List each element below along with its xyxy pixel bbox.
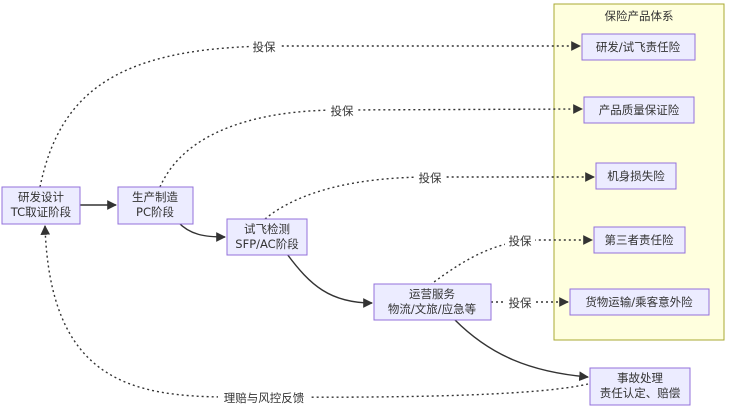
svg-text:投保: 投保 (509, 234, 532, 248)
insurance-group-title: 保险产品体系 (605, 9, 674, 23)
edge-label-insure-1: 投保 (249, 39, 279, 55)
svg-text:产品质量保证险: 产品质量保证险 (599, 103, 680, 117)
node-ins-third-party: 第三者责任险 (593, 226, 686, 254)
edge-sfp-to-ops (286, 253, 373, 308)
edge-pc-to-sfp (177, 221, 226, 242)
svg-text:PC阶段: PC阶段 (136, 205, 174, 219)
node-ins-rd-flight-liability: 研发/试飞责任险 (581, 33, 696, 61)
svg-text:研发/试飞责任险: 研发/试飞责任险 (596, 40, 681, 54)
edge-label-feedback: 理赔与风控反馈 (218, 390, 310, 406)
svg-text:物流/文旅/应急等: 物流/文旅/应急等 (388, 302, 476, 316)
svg-text:运营服务: 运营服务 (409, 287, 455, 301)
svg-text:理赔与风控反馈: 理赔与风控反馈 (224, 391, 305, 405)
edge-label-insure-4: 投保 (505, 233, 535, 249)
svg-text:第三者责任险: 第三者责任险 (605, 233, 674, 247)
node-production: 生产制造 PC阶段 (117, 186, 194, 225)
node-accident-handling: 事故处理 责任认定、赔偿 (589, 367, 691, 406)
svg-text:责任认定、赔偿: 责任认定、赔偿 (600, 386, 681, 400)
svg-text:投保: 投保 (509, 296, 532, 310)
edge-ops-to-ins4 (429, 235, 593, 286)
svg-text:SFP/AC阶段: SFP/AC阶段 (235, 237, 299, 251)
node-operations: 运营服务 物流/文旅/应急等 (373, 283, 492, 321)
svg-text:研发设计: 研发设计 (18, 190, 64, 204)
svg-text:投保: 投保 (331, 104, 354, 118)
svg-text:试飞检测: 试飞检测 (244, 222, 290, 236)
edge-label-insure-2: 投保 (327, 103, 357, 119)
edge-label-insure-3: 投保 (415, 170, 445, 186)
node-ins-hull-loss: 机身损失险 (595, 162, 677, 190)
svg-text:TC取证阶段: TC取证阶段 (10, 205, 72, 219)
node-rd-design: 研发设计 TC取证阶段 (1, 186, 81, 225)
edge-acc-to-rd-feedback (40, 225, 589, 398)
edge-rd-to-ins1 (39, 41, 581, 188)
node-ins-product-quality: 产品质量保证险 (583, 96, 695, 124)
svg-text:生产制造: 生产制造 (132, 190, 178, 204)
edge-label-insure-5: 投保 (505, 295, 535, 311)
node-flight-test: 试飞检测 SFP/AC阶段 (226, 218, 308, 256)
edge-ops-to-acc (454, 319, 589, 382)
svg-text:投保: 投保 (253, 40, 276, 54)
svg-text:投保: 投保 (419, 171, 442, 185)
svg-text:机身损失险: 机身损失险 (607, 169, 665, 183)
svg-text:事故处理: 事故处理 (617, 371, 663, 385)
node-ins-cargo-passenger: 货物运输/乘客意外险 (569, 288, 710, 316)
svg-text:货物运输/乘客意外险: 货物运输/乘客意外险 (585, 295, 693, 309)
edge-pc-to-ins2 (159, 104, 583, 188)
